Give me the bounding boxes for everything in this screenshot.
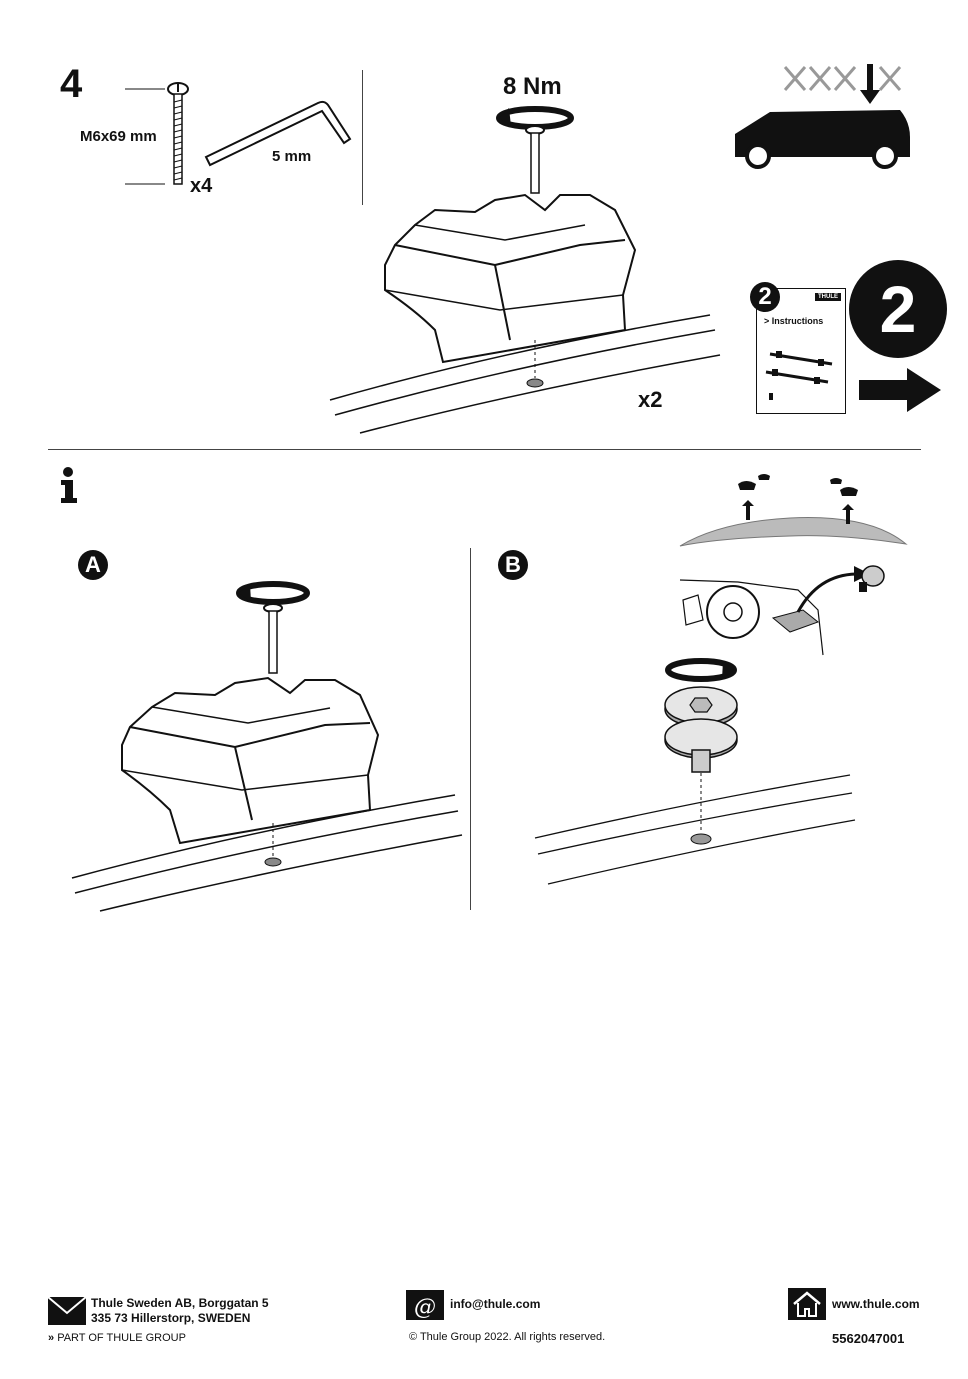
footer-copyright: © Thule Group 2022. All rights reserved. (409, 1331, 606, 1343)
torque-label: 8 Nm (503, 73, 562, 100)
bolt-spec-label: M6x69 mm (80, 128, 157, 145)
section-divider (48, 449, 921, 450)
roof-cap-removal-illustration (679, 474, 908, 547)
bolt-quantity-label: x4 (190, 175, 213, 197)
envelope-icon (47, 1296, 87, 1325)
footer-address-line2: 335 73 Hillerstorp, SWEDEN (91, 1311, 251, 1325)
allen-key-icon (204, 100, 352, 167)
step-number: 4 (60, 62, 83, 106)
arrow-right-icon (859, 368, 941, 412)
home-icon (788, 1288, 826, 1320)
vertical-divider (362, 70, 363, 205)
svg-text:@: @ (414, 1295, 436, 1320)
variant-divider (470, 548, 471, 910)
variant-b-bolt-washer-illustration (534, 658, 856, 885)
info-icon (61, 467, 77, 503)
footer-website[interactable]: www.thule.com (832, 1297, 920, 1311)
roof-foot-illustration (329, 106, 721, 434)
footer-group-text: PART OF THULE GROUP (57, 1332, 186, 1344)
booklet-brand: THULE (815, 293, 841, 301)
chevron-right-icon: » (48, 1332, 58, 1344)
footer-doc-number: 5562047001 (832, 1331, 905, 1346)
footer-address-line1: Thule Sweden AB, Borggatan 5 (91, 1296, 269, 1310)
booklet-title: > Instructions (764, 316, 824, 326)
booklet-badge: 2 (750, 282, 780, 312)
email-icon: @ (406, 1290, 444, 1320)
car-interior-storage-illustration (679, 565, 885, 656)
footer-email[interactable]: info@thule.com (450, 1297, 541, 1311)
car-roof-load-icon (735, 64, 910, 169)
variant-b-label: B (498, 550, 528, 580)
key-size-label: 5 mm (272, 148, 312, 165)
variant-a-foot-illustration (71, 581, 463, 912)
variant-a-label: A (78, 550, 108, 580)
bolt-small-icon (769, 393, 773, 400)
roof-bars-icon (765, 351, 833, 384)
bolt-icon (125, 82, 189, 185)
foot-quantity-label: x2 (638, 387, 663, 412)
footer-group: » PART OF THULE GROUP (48, 1332, 186, 1344)
next-step-number: 2 (849, 260, 947, 358)
